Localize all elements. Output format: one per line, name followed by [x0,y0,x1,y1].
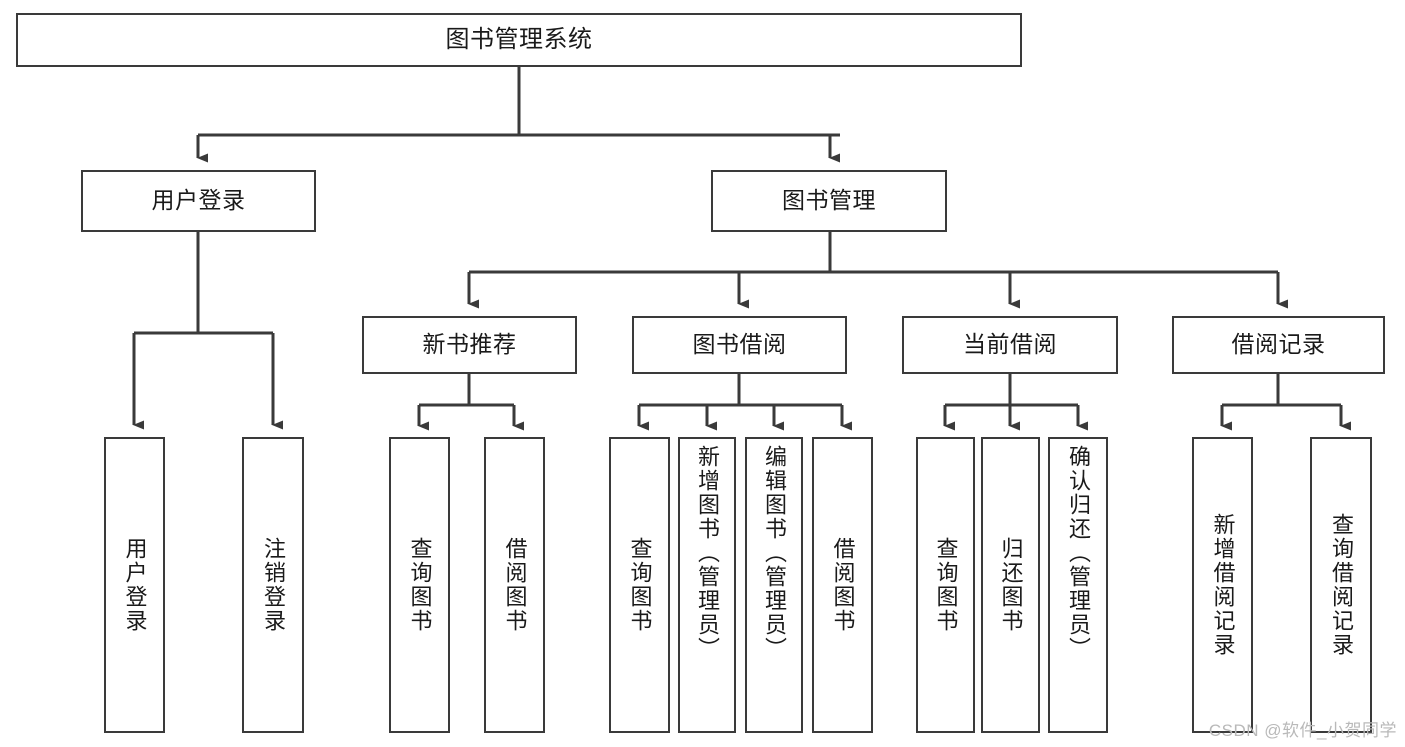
node-leaf-add-book[interactable]: 新增图书（管理员） [678,437,736,733]
node-book-borrow-label: 图书借阅 [692,331,787,358]
node-leaf-query-book-3[interactable]: 查询图书 [916,437,975,733]
node-new-book-recommend-label: 新书推荐 [422,331,517,358]
node-leaf-add-record-label: 新增借阅记录 [1210,513,1236,657]
node-user-login-label: 用户登录 [151,187,246,214]
node-book-borrow[interactable]: 图书借阅 [632,316,847,374]
node-leaf-query-book-2-label: 查询图书 [627,537,653,633]
node-leaf-user-login-label: 用户登录 [122,537,148,633]
node-leaf-query-book-2[interactable]: 查询图书 [609,437,670,733]
node-current-borrow[interactable]: 当前借阅 [902,316,1118,374]
node-book-manage[interactable]: 图书管理 [711,170,947,232]
node-root-label: 图书管理系统 [445,25,593,53]
node-leaf-logout-login-label: 注销登录 [261,537,286,633]
node-leaf-borrow-book-1-label: 借阅图书 [502,537,528,633]
node-leaf-confirm-return[interactable]: 确认归还（管理员） [1048,437,1108,733]
node-leaf-query-record-label: 查询借阅记录 [1329,513,1354,657]
node-leaf-edit-book-label: 编辑图书（管理员） [762,445,787,661]
node-leaf-return-book-label: 归还图书 [998,537,1024,633]
node-leaf-query-book-1-label: 查询图书 [407,537,433,633]
node-leaf-borrow-book-2[interactable]: 借阅图书 [812,437,873,733]
node-leaf-borrow-book-2-label: 借阅图书 [830,537,856,633]
node-leaf-borrow-book-1[interactable]: 借阅图书 [484,437,545,733]
node-leaf-user-login[interactable]: 用户登录 [104,437,165,733]
node-leaf-confirm-return-label: 确认归还（管理员） [1066,445,1091,661]
node-leaf-return-book[interactable]: 归还图书 [981,437,1040,733]
node-leaf-add-book-label: 新增图书（管理员） [695,445,720,661]
node-user-login[interactable]: 用户登录 [81,170,316,232]
node-new-book-recommend[interactable]: 新书推荐 [362,316,577,374]
node-borrow-record[interactable]: 借阅记录 [1172,316,1385,374]
node-borrow-record-label: 借阅记录 [1231,331,1326,358]
node-leaf-edit-book[interactable]: 编辑图书（管理员） [745,437,803,733]
node-leaf-query-record[interactable]: 查询借阅记录 [1310,437,1372,733]
node-leaf-query-book-3-label: 查询图书 [933,537,959,633]
node-book-manage-label: 图书管理 [782,187,876,214]
node-current-borrow-label: 当前借阅 [963,331,1057,358]
node-root[interactable]: 图书管理系统 [16,13,1022,67]
node-leaf-logout-login[interactable]: 注销登录 [242,437,304,733]
node-leaf-add-record[interactable]: 新增借阅记录 [1192,437,1253,733]
node-leaf-query-book-1[interactable]: 查询图书 [389,437,450,733]
